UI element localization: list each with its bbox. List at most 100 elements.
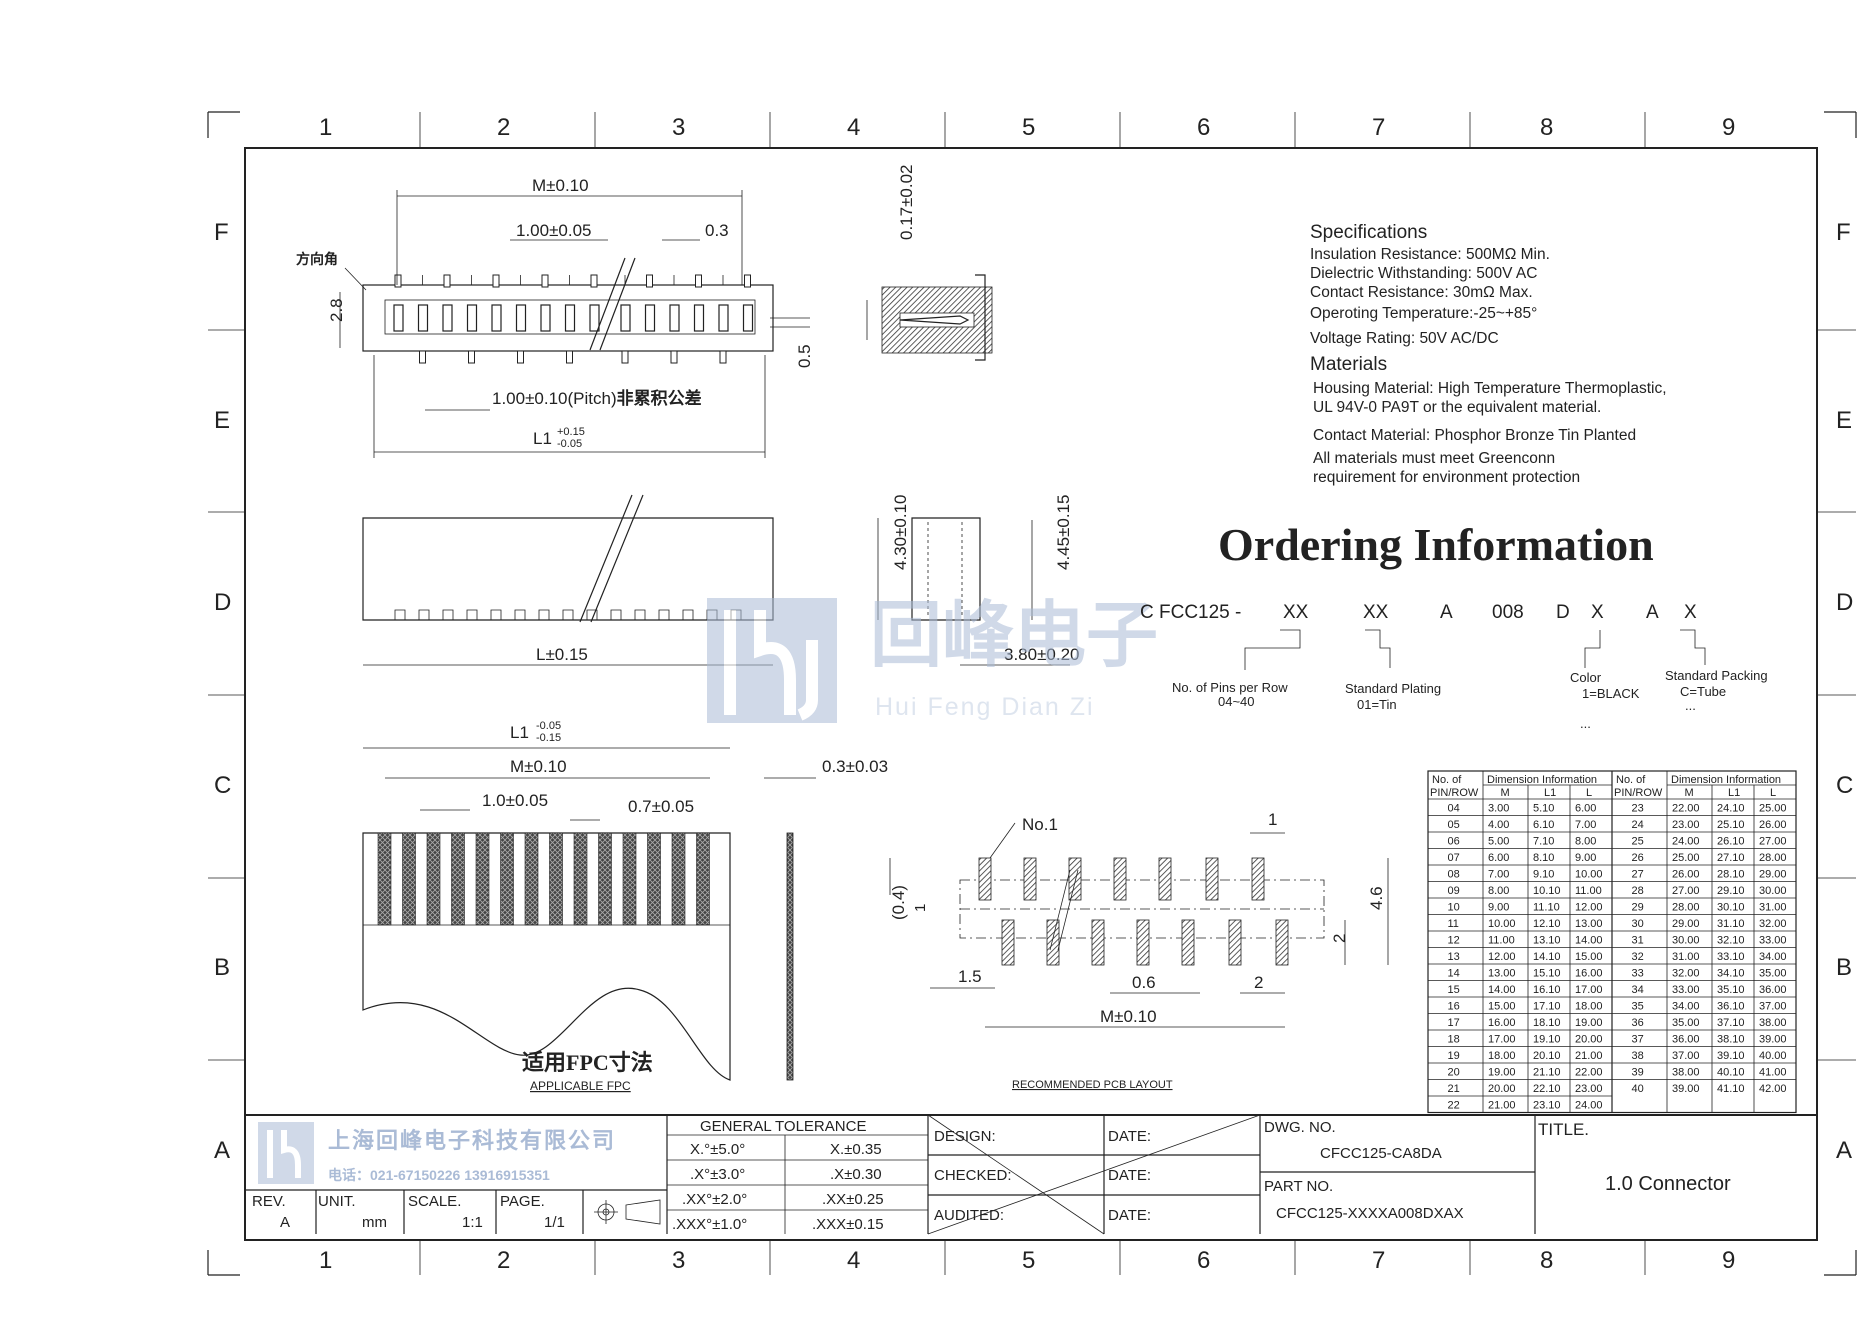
pcb-pad-top	[1205, 857, 1219, 901]
table-cell: 31.00	[1759, 902, 1787, 914]
front-contact-teeth	[390, 609, 742, 621]
table-cell: 7.10	[1533, 836, 1554, 848]
table-cell: 40	[1632, 1083, 1644, 1095]
fpc-l1-base: L1	[510, 723, 529, 742]
fpc-finger	[671, 832, 686, 926]
table-cell: 8.00	[1575, 836, 1596, 848]
column-label-bottom: 9	[1722, 1247, 1735, 1274]
label-pins: No. of Pins per Row	[1172, 680, 1288, 695]
top-l1-tol-lower: -0.05	[557, 438, 582, 450]
table-cell: 37	[1632, 1034, 1644, 1046]
table-cell: 04	[1448, 803, 1460, 815]
table-cell: 39.00	[1759, 1034, 1787, 1046]
table-cell: 17	[1448, 1017, 1460, 1029]
table-cell: 40.00	[1759, 1050, 1787, 1062]
part-label: PART NO.	[1264, 1178, 1333, 1195]
pitch-note: 1.00±0.10(Pitch)	[492, 389, 617, 408]
column-label-top: 9	[1722, 114, 1735, 141]
row-label-right: A	[1836, 1137, 1852, 1164]
table-cell: 30.10	[1717, 902, 1745, 914]
fpc-l1-tol-upper: -0.05	[536, 720, 561, 732]
table-cell: 6.00	[1575, 803, 1596, 815]
checked-label: CHECKED:	[934, 1167, 1012, 1184]
table-cell: 24.10	[1717, 803, 1745, 815]
pcb-pad-top	[1023, 857, 1037, 901]
checked-date-label: DATE:	[1108, 1167, 1151, 1184]
table-cell: 29	[1632, 902, 1644, 914]
dwg-label: DWG. NO.	[1264, 1119, 1336, 1136]
row-label-right: F	[1836, 219, 1851, 246]
contact-pin	[718, 304, 729, 332]
table-cell: 20.00	[1575, 1034, 1603, 1046]
table-cell: 36	[1632, 1017, 1644, 1029]
pcb-m-dim: M±0.10	[1100, 1007, 1157, 1026]
front-h2-dim: 4.45±0.15	[1054, 494, 1073, 570]
fpc-width-dim: 0.7±0.05	[628, 797, 694, 816]
fpc-finger	[573, 832, 588, 926]
drawing-title: 1.0 Connector	[1605, 1173, 1731, 1195]
code-color: X	[1591, 602, 1604, 623]
table-cell: 26.00	[1759, 819, 1787, 831]
table-cell: 35.00	[1759, 968, 1787, 980]
table-cell: 17.10	[1533, 1001, 1561, 1013]
scale-value: 1:1	[462, 1214, 483, 1231]
table-cell: 19	[1448, 1050, 1460, 1062]
pcb-pad-top	[1251, 857, 1265, 901]
table-cell: 35.10	[1717, 984, 1745, 996]
table-col-header: L	[1770, 787, 1776, 799]
code-008: 008	[1492, 602, 1524, 623]
svg-text:L1: L1	[533, 429, 552, 448]
material-line-1: UL 94V-0 PA9T or the equivalent material…	[1313, 399, 1601, 416]
table-cell: 34.10	[1717, 968, 1745, 980]
table-cell: 27.10	[1717, 852, 1745, 864]
pcb-pad-bottom	[1091, 919, 1105, 966]
company-name: 上海回峰电子科技有限公司	[328, 1128, 616, 1153]
code-pins: XX	[1283, 602, 1309, 623]
top-view: M±0.10 1.00±0.05 0.3 方向角 2.8 0.5 1.00±0.…	[296, 176, 814, 458]
spec-line-1: Dielectric Withstanding: 500V AC	[1310, 265, 1537, 282]
fpc-finger	[426, 832, 441, 926]
spec-title: Specifications	[1310, 222, 1427, 243]
table-cell: 11.00	[1488, 935, 1515, 947]
table-cell: 17.00	[1488, 1034, 1516, 1046]
table-cell: 27.00	[1759, 836, 1787, 848]
table-cell: 8.10	[1533, 852, 1554, 864]
column-label-top: 4	[847, 114, 860, 141]
table-cell: 06	[1448, 836, 1460, 848]
pcb-pad-len: 2	[1330, 934, 1349, 943]
fpc-finger	[598, 832, 612, 926]
tol-angle-3: .XXX°±1.0°	[672, 1216, 747, 1233]
table-cell: 14	[1448, 968, 1460, 980]
fpc-pitch-dim: 1.0±0.05	[482, 791, 548, 810]
pitch-note-cn: 非累积公差	[617, 388, 702, 408]
row-label-left: F	[214, 219, 229, 246]
table-cell: 23	[1632, 803, 1644, 815]
table-cell: 33.10	[1717, 951, 1745, 963]
table-cell: 28	[1632, 885, 1644, 897]
row-label-left: D	[214, 589, 231, 616]
table-cell: 8.00	[1488, 885, 1509, 897]
top-l1-tol-upper: +0.15	[557, 426, 585, 438]
fpc-finger	[622, 832, 637, 926]
table-cell: 17.00	[1575, 984, 1603, 996]
table-cell: 16.00	[1488, 1017, 1516, 1029]
table-cell: 38	[1632, 1050, 1644, 1062]
table-cell: 08	[1448, 869, 1460, 881]
pcb-caption: RECOMMENDED PCB LAYOUT	[1012, 1079, 1173, 1091]
table-cell: 10	[1448, 902, 1460, 914]
table-cell: 33.00	[1759, 935, 1787, 947]
table-cell: 20	[1448, 1067, 1460, 1079]
table-cell: 25	[1632, 836, 1644, 848]
contact-pin	[564, 304, 576, 332]
part-number: CFCC125-XXXXA008DXAX	[1276, 1205, 1464, 1222]
label-packing: Standard Packing	[1665, 668, 1768, 683]
pcb-pad-top	[1113, 857, 1127, 901]
table-cell: 16.00	[1575, 968, 1603, 980]
watermark: 回峰电子 Hui Feng Dian Zi	[707, 596, 1158, 723]
direction-mark-label: 方向角	[296, 251, 338, 268]
column-label-top: 2	[497, 114, 510, 141]
projection-symbol-icon	[594, 1199, 661, 1225]
scale-label: SCALE.	[408, 1193, 461, 1210]
label-pins-range: 04~40	[1218, 694, 1255, 709]
